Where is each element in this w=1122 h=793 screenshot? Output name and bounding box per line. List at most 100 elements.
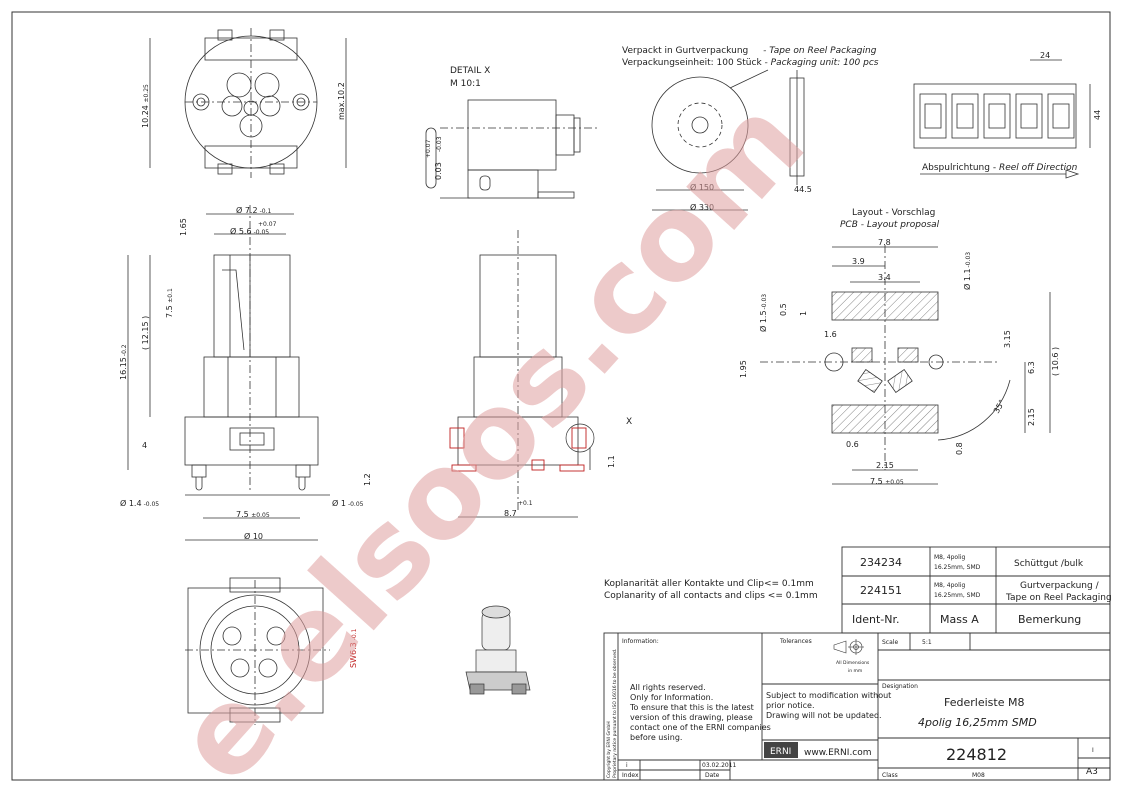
variant-1-remark: Schüttgut /bulk bbox=[1014, 559, 1084, 569]
tb-information: Information: bbox=[622, 638, 659, 645]
header-remark: Bemerkung bbox=[1018, 613, 1081, 626]
variant-1-id: 234234 bbox=[860, 556, 902, 569]
lay-3-15: 3.15 bbox=[1003, 330, 1012, 348]
lay-10-6: ( 10.6 ) bbox=[1051, 347, 1060, 376]
variant-2-remark-2: Tape on Reel Packaging bbox=[1005, 593, 1112, 603]
tb-all-dims-1: All Dimensions bbox=[836, 660, 870, 666]
tb-class-value: M08 bbox=[972, 772, 985, 779]
variant-2-remark-1: Gurtverpackung / bbox=[1020, 581, 1100, 591]
tb-designation-2: 4polig 16,25mm SMD bbox=[918, 716, 1037, 729]
tape-drawing bbox=[913, 59, 1091, 179]
tape-width: 44 bbox=[1093, 110, 1102, 120]
tb-tolerances: Tolerances bbox=[779, 638, 812, 645]
lay-1: 1 bbox=[799, 311, 808, 316]
coplanarity-en: Coplanarity of all contacts and clips <=… bbox=[604, 591, 818, 601]
detail-x-view bbox=[425, 99, 600, 199]
pack-line2: Verpackungseinheit: 100 Stück - Packagin… bbox=[622, 58, 879, 68]
lay-2-15a: 2.15 bbox=[1027, 408, 1036, 426]
tb-rights-5: before using. bbox=[630, 733, 682, 742]
lay-3-9: 3.9 bbox=[852, 257, 865, 266]
tb-rights-1: Only for Information. bbox=[630, 693, 713, 702]
header-mass: Mass A bbox=[940, 613, 979, 626]
side-d1: 1.1 bbox=[607, 455, 616, 468]
lay-d1-1: Ø 1.1-0.03 bbox=[962, 252, 972, 290]
pcb-layout bbox=[760, 245, 1051, 485]
front-d9: Ø 1.4-0.05 bbox=[120, 498, 159, 508]
tape-pitch: 24 bbox=[1040, 51, 1050, 60]
coplanarity-de: Koplanarität aller Kontakte und Clip<= 0… bbox=[604, 579, 814, 589]
variant-2-id: 224151 bbox=[860, 584, 902, 597]
title-block bbox=[603, 632, 1111, 781]
detail-title: DETAIL X bbox=[450, 66, 490, 76]
bottom-sw: SW6.3-0.1 bbox=[349, 628, 358, 668]
copyright-2: Proprietary notice pursuant to ISO 16016… bbox=[612, 649, 618, 778]
front-d6: 16.15-0.2 bbox=[119, 344, 128, 380]
erni-logo: ERNI bbox=[770, 747, 791, 757]
detail-x-marker bbox=[565, 423, 595, 453]
reel-drawing bbox=[651, 69, 805, 211]
layout-title-de: Layout - Vorschlag bbox=[852, 208, 935, 218]
tb-index-label: Index bbox=[622, 772, 639, 779]
lay-0-5: 0.5 bbox=[779, 303, 788, 316]
variant-1-mass-1: M8, 4polig bbox=[934, 554, 965, 561]
front-d2-tol-p: +0.07 bbox=[258, 221, 277, 228]
side-x-label: X bbox=[626, 417, 632, 427]
tb-sheet-index: I bbox=[1092, 747, 1094, 754]
lay-7-5: 7.5 ±0.05 bbox=[870, 477, 904, 486]
tb-format: A3 bbox=[1086, 767, 1098, 777]
reel-d-outer: Ø 330 bbox=[690, 202, 714, 212]
top-view bbox=[149, 28, 347, 178]
front-view bbox=[127, 205, 330, 541]
front-d1: Ø 7.2-0.1 bbox=[236, 205, 271, 215]
front-d4: 7.5 ±0.1 bbox=[165, 288, 174, 318]
lay-7-8: 7.8 bbox=[878, 238, 891, 247]
front-d8: 1.2 bbox=[363, 473, 372, 486]
lay-35: 35° bbox=[992, 398, 1007, 415]
pack-line1: Verpackt in Gurtverpackung - Tape on Ree… bbox=[622, 46, 877, 56]
detail-tol: 0.03 bbox=[434, 162, 443, 180]
front-d5: ( 12.15 ) bbox=[141, 316, 150, 350]
reel-width: 44.5 bbox=[794, 185, 812, 194]
tb-index-val: i bbox=[626, 762, 628, 769]
side-d2-tol: +0.1 bbox=[518, 500, 533, 507]
reel-d-inner: Ø 150 bbox=[690, 182, 714, 192]
variant-2-mass-1: M8, 4polig bbox=[934, 582, 965, 589]
tb-date-label: Date bbox=[705, 772, 720, 779]
layout-title-en: PCB - Layout proposal bbox=[840, 220, 940, 230]
variant-1-mass-2: 16.25mm, SMD bbox=[934, 564, 981, 571]
erni-logo-box bbox=[764, 742, 798, 758]
tb-all-dims-2: in mm bbox=[848, 668, 862, 674]
tb-rights-4: contact one of the ERNI companies bbox=[630, 723, 771, 732]
front-d11: 7.5 ±0.05 bbox=[236, 510, 270, 519]
tb-subject-1: prior notice. bbox=[766, 701, 815, 710]
tb-rights-2: To ensure that this is the latest bbox=[629, 703, 754, 712]
top-h1: 10.24 ±0.25 bbox=[141, 84, 150, 128]
lay-1-6: 1.6 bbox=[824, 330, 837, 339]
tb-rights-0: All rights reserved. bbox=[630, 683, 706, 692]
side-view bbox=[457, 230, 591, 518]
reel-off: Abspulrichtung - Reel off Direction bbox=[922, 163, 1078, 173]
variant-2-mass-2: 16.25mm, SMD bbox=[934, 592, 981, 599]
header-ident: Ident-Nr. bbox=[852, 613, 900, 626]
iso-view bbox=[465, 605, 531, 695]
tb-designation-label: Designation bbox=[882, 683, 918, 690]
lay-1-95: 1.95 bbox=[739, 360, 748, 378]
tb-subject-2: Drawing will not be updated. bbox=[766, 711, 882, 720]
front-d7: 4 bbox=[142, 441, 147, 450]
lay-0-6: 0.6 bbox=[846, 440, 859, 449]
tb-subject-0: Subject to modification without bbox=[766, 691, 891, 700]
front-d10: Ø 1-0.05 bbox=[332, 498, 364, 508]
lay-6-3: 6.3 bbox=[1027, 361, 1036, 374]
detail-tol-minus: -0.03 bbox=[436, 136, 443, 152]
lay-d1-5: Ø 1.5-0.03 bbox=[758, 294, 768, 332]
side-view-red-parts bbox=[449, 427, 587, 472]
front-d12: Ø 10 bbox=[244, 531, 263, 541]
lay-0-8: 0.8 bbox=[955, 442, 964, 455]
detail-scale: M 10:1 bbox=[450, 79, 481, 89]
projection-icon bbox=[833, 639, 864, 655]
tb-website: www.ERNI.com bbox=[804, 748, 872, 758]
front-d3: 1.65 bbox=[179, 218, 188, 236]
tb-designation-1: Federleiste M8 bbox=[944, 696, 1024, 709]
tb-scale-value: 5:1 bbox=[922, 639, 932, 646]
top-h2: max.10.2 bbox=[337, 82, 346, 120]
